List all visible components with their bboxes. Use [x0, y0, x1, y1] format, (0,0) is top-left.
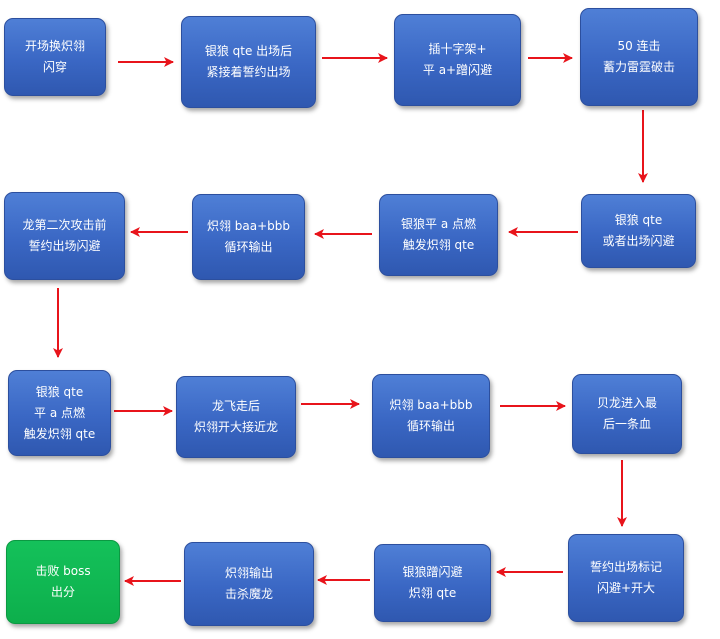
step-8-line-2: 誓约出场闪避 — [28, 239, 101, 253]
step-9-line-2: 平 a 点燃 — [34, 405, 85, 420]
step-7-line-2: 循环输出 — [224, 240, 273, 254]
step-8-line-1: 龙第二次攻击前 — [22, 218, 107, 232]
step-12-line-1: 贝龙进入最 — [596, 396, 657, 410]
step-node-8: 龙第二次攻击前 誓约出场闪避 — [4, 192, 125, 280]
step-12-line-2: 后一条血 — [602, 417, 651, 431]
step-node-11: 炽翎 baa+bbb 循环输出 — [372, 374, 490, 458]
step-node-7: 炽翎 baa+bbb 循环输出 — [192, 194, 305, 280]
step-3-line-2: 平 a+蹭闪避 — [422, 63, 493, 77]
step-11-line-2: 循环输出 — [406, 419, 455, 433]
step-11-line-1: 炽翎 baa+bbb — [389, 398, 473, 412]
step-10-line-1: 龙飞走后 — [211, 399, 260, 413]
step-node-13: 誓约出场标记 闪避+开大 — [568, 534, 684, 622]
step-16-line-2: 出分 — [50, 585, 75, 599]
step-15-line-1: 炽翎输出 — [224, 566, 273, 580]
step-7-line-1: 炽翎 baa+bbb — [206, 219, 291, 233]
step-node-3: 插十字架+ 平 a+蹭闪避 — [394, 14, 521, 106]
step-13-line-2: 闪避+开大 — [596, 581, 656, 595]
step-4-line-1: 50 连击 — [617, 39, 661, 53]
step-node-14: 银狼蹭闪避 炽翎 qte — [374, 544, 491, 622]
step-9-line-1: 银狼 qte — [35, 384, 84, 399]
step-6-line-2: 触发炽翎 qte — [402, 238, 475, 252]
step-16-line-1: 击败 boss — [35, 564, 91, 578]
step-node-9: 银狼 qte 平 a 点燃 触发炽翎 qte — [8, 370, 111, 456]
step-13-line-1: 誓约出场标记 — [589, 560, 662, 574]
step-1-line-1: 开场换炽翎 — [24, 39, 85, 53]
step-14-line-2: 炽翎 qte — [408, 586, 457, 600]
step-2-line-2: 紧接着誓约出场 — [206, 65, 291, 79]
step-14-line-1: 银狼蹭闪避 — [402, 565, 463, 579]
step-5-line-2: 或者出场闪避 — [602, 234, 675, 248]
step-5-line-1: 银狼 qte — [614, 213, 663, 227]
step-node-10: 龙飞走后 炽翎开大接近龙 — [176, 376, 296, 458]
step-node-6: 银狼平 a 点燃 触发炽翎 qte — [379, 194, 498, 276]
step-2-line-1: 银狼 qte 出场后 — [204, 44, 293, 58]
step-3-line-1: 插十字架+ — [428, 42, 487, 56]
step-node-16-final: 击败 boss 出分 — [6, 540, 120, 624]
step-node-5: 银狼 qte 或者出场闪避 — [581, 194, 696, 268]
step-node-1: 开场换炽翎 闪穿 — [4, 18, 106, 96]
step-15-line-2: 击杀魔龙 — [224, 587, 273, 601]
step-6-line-1: 银狼平 a 点燃 — [401, 217, 476, 231]
step-node-2: 银狼 qte 出场后 紧接着誓约出场 — [181, 16, 316, 108]
step-node-4: 50 连击 蓄力雷霆破击 — [580, 8, 698, 106]
step-node-15: 炽翎输出 击杀魔龙 — [184, 542, 314, 626]
step-node-12: 贝龙进入最 后一条血 — [572, 374, 682, 454]
step-9-line-3: 触发炽翎 qte — [23, 426, 96, 441]
step-10-line-2: 炽翎开大接近龙 — [193, 420, 278, 434]
step-1-line-2: 闪穿 — [42, 60, 67, 74]
step-4-line-2: 蓄力雷霆破击 — [602, 60, 675, 74]
